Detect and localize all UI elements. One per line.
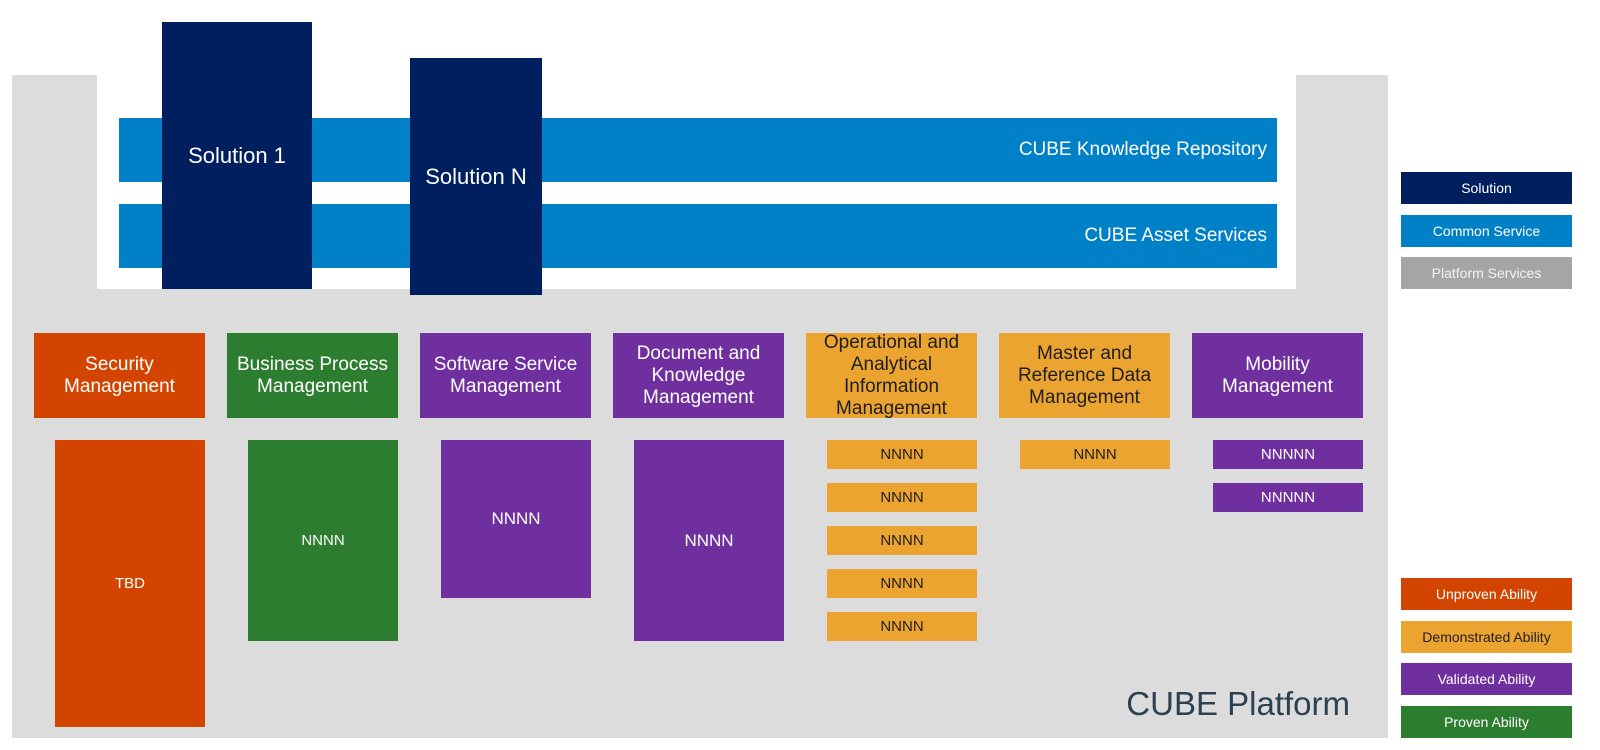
item-label: NNNN xyxy=(880,618,924,635)
operational-item: NNNN xyxy=(827,612,977,641)
operational-item: NNNN xyxy=(827,526,977,555)
legend-label: Proven Ability xyxy=(1444,714,1529,730)
platform-label: CUBE Platform xyxy=(1126,685,1350,722)
legend-validated-ability: Validated Ability xyxy=(1401,663,1572,695)
item-label: NNNN xyxy=(880,446,924,463)
item-label: NNNN xyxy=(880,489,924,506)
common-service-asset-services: CUBE Asset Services xyxy=(119,204,1277,268)
category-label: Software Service Management xyxy=(433,353,578,397)
item-label: NNNN xyxy=(1073,446,1117,463)
item-label: NNNN xyxy=(491,509,541,528)
mobility-item: NNNNN xyxy=(1213,483,1363,512)
category-mobility-management: Mobility Management xyxy=(1192,333,1363,418)
solution-label: Solution 1 xyxy=(188,142,286,168)
item-label: NNNN xyxy=(880,532,924,549)
item-label: NNNN xyxy=(880,575,924,592)
document-knowledge-item: NNNN xyxy=(634,440,784,641)
operational-item: NNNN xyxy=(827,483,977,512)
legend-label: Demonstrated Ability xyxy=(1422,629,1551,645)
business-process-item: NNNN xyxy=(248,440,398,641)
solution-n: Solution N xyxy=(410,58,542,295)
operational-item: NNNN xyxy=(827,440,977,469)
legend-platform-services: Platform Services xyxy=(1401,257,1572,289)
item-label: NNNN xyxy=(684,530,734,550)
common-service-knowledge-repository: CUBE Knowledge Repository xyxy=(119,118,1277,182)
common-service-label: CUBE Asset Services xyxy=(1084,225,1267,246)
category-label: Business Process Management xyxy=(236,353,388,397)
category-document-knowledge-management: Document and Knowledge Management xyxy=(613,333,784,418)
software-service-item: NNNN xyxy=(441,440,591,598)
category-label: Master and Reference Data Management xyxy=(1017,342,1152,408)
category-master-reference-data-management: Master and Reference Data Management xyxy=(999,333,1170,418)
legend-label: Unproven Ability xyxy=(1435,586,1538,602)
mobility-item: NNNNN xyxy=(1213,440,1363,469)
category-label: Document and Knowledge Management xyxy=(636,342,761,408)
category-security-management: Security Management xyxy=(34,333,205,418)
legend-label: Validated Ability xyxy=(1437,671,1536,687)
item-label: NNNN xyxy=(301,532,345,549)
item-label: NNNNN xyxy=(1260,446,1316,463)
legend-proven-ability: Proven Ability xyxy=(1401,706,1572,738)
category-business-process-management: Business Process Management xyxy=(227,333,398,418)
legend-demonstrated-ability: Demonstrated Ability xyxy=(1401,621,1572,653)
legend-label: Common Service xyxy=(1432,223,1541,239)
legend-common-service: Common Service xyxy=(1401,215,1572,247)
legend-label: Platform Services xyxy=(1431,265,1542,281)
common-service-label: CUBE Knowledge Repository xyxy=(1018,139,1267,160)
operational-item: NNNN xyxy=(827,569,977,598)
solution-label: Solution N xyxy=(425,163,527,189)
security-item-tbd: TBD xyxy=(55,440,205,727)
category-label: Security Management xyxy=(64,353,175,397)
legend-unproven-ability: Unproven Ability xyxy=(1401,578,1572,610)
category-operational-analytical-information-management: Operational and Analytical Information M… xyxy=(806,331,977,419)
item-label: NNNNN xyxy=(1260,489,1316,506)
master-data-item: NNNN xyxy=(1020,440,1170,469)
category-software-service-management: Software Service Management xyxy=(420,333,591,418)
item-label: TBD xyxy=(115,575,145,592)
legend-solution: Solution xyxy=(1401,172,1572,204)
legend-label: Solution xyxy=(1461,180,1512,196)
solution-1: Solution 1 xyxy=(162,22,312,289)
category-label: Mobility Management xyxy=(1222,353,1333,397)
category-label: Operational and Analytical Information M… xyxy=(823,331,960,419)
